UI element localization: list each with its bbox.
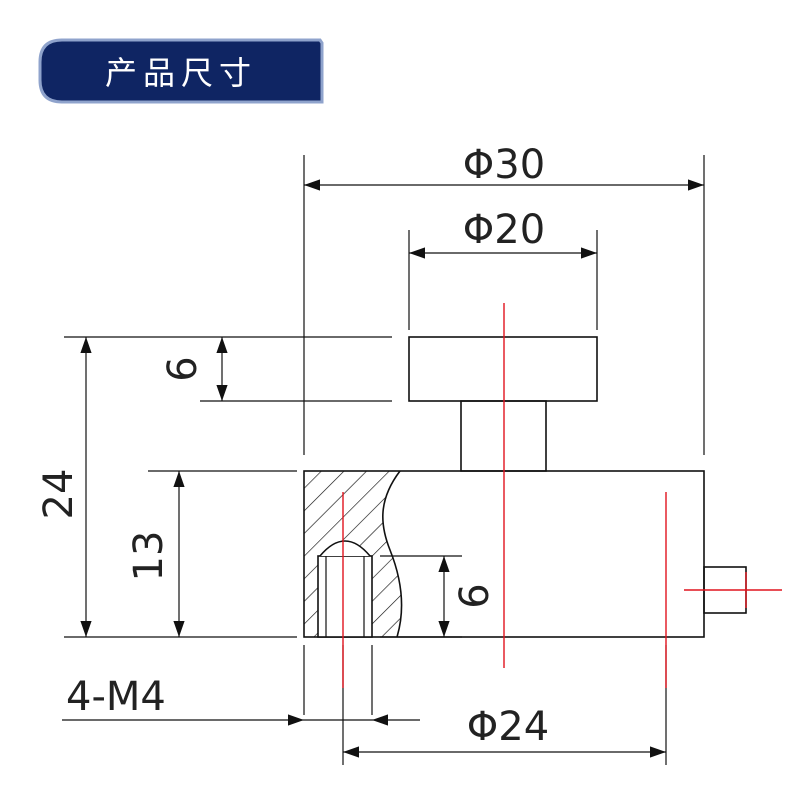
section-hatch	[304, 470, 403, 638]
button-cap	[408, 336, 598, 402]
threaded-hole	[317, 555, 373, 638]
center-lines	[342, 303, 782, 688]
label-bolt-circle: Φ24	[467, 704, 549, 750]
extension-lines	[64, 155, 705, 765]
label-button-height: 6	[160, 356, 206, 381]
header-banner-shape	[38, 38, 324, 104]
label-total-height: 24	[36, 469, 82, 520]
dimension-lines	[62, 179, 704, 758]
header-title: 产品尺寸	[105, 54, 257, 92]
dimension-labels: Φ30 Φ20 6 24 13 6 4-M4 Φ24	[36, 142, 549, 750]
header-banner: 产品尺寸	[38, 38, 324, 104]
hole-drill-tip	[319, 540, 371, 557]
label-thread: 4-M4	[66, 674, 166, 720]
label-outer-diameter: Φ30	[463, 142, 545, 188]
break-line	[382, 470, 403, 638]
label-body-height: 13	[126, 531, 172, 582]
label-hole-depth: 6	[452, 583, 498, 608]
label-button-diameter: Φ20	[463, 207, 545, 253]
